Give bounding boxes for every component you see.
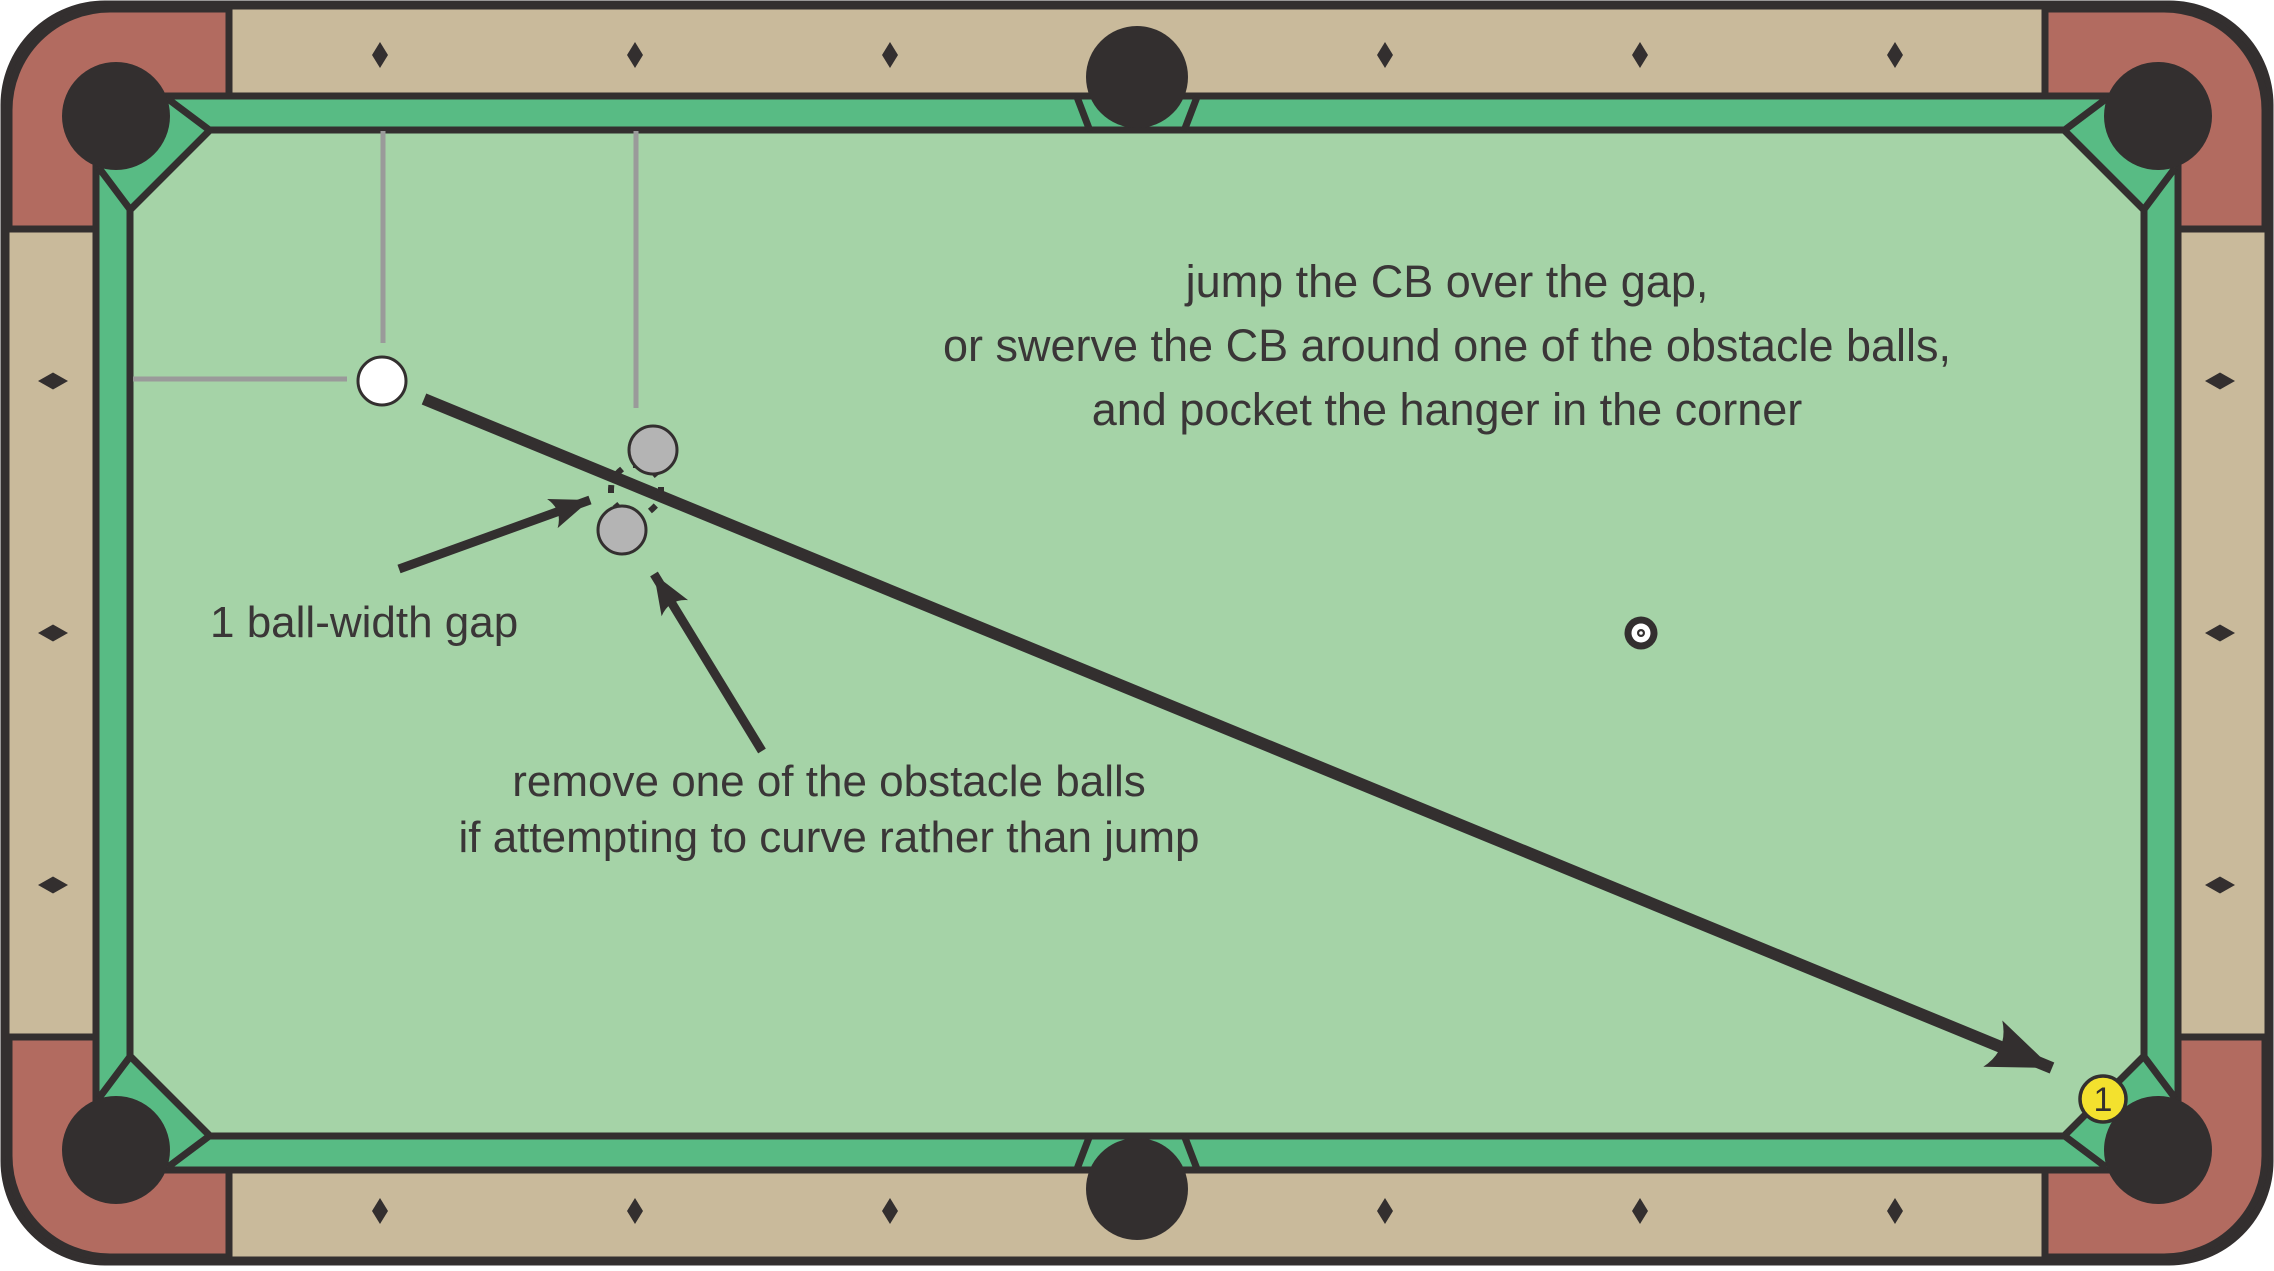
- rail-diamond: [1887, 1198, 1903, 1224]
- remove-ball-label: remove one of the obstacle balls if atte…: [458, 757, 1199, 862]
- rail-diamond: [1377, 1198, 1393, 1224]
- jaw-line: [2139, 1051, 2178, 1101]
- foot-spot-center-dot: [1639, 631, 1643, 635]
- pocket-bottom-right: [2104, 1096, 2212, 1204]
- rail-diamond: [1632, 1198, 1648, 1224]
- obstacle-ball-lower: [596, 504, 648, 556]
- gap-label: 1 ball-width gap: [210, 598, 518, 647]
- one-ball-number: 1: [2094, 1081, 2113, 1119]
- rail-diamond: [1887, 42, 1903, 68]
- rail-diamond: [1632, 42, 1648, 68]
- remove-label-arrow: [650, 571, 766, 754]
- rail-diamond: [627, 1198, 643, 1224]
- rail-diamond: [882, 42, 898, 68]
- corner-pocket-jaws: [96, 96, 2178, 1170]
- rail-diamond: [372, 1198, 388, 1224]
- one-ball-circle: [2078, 1074, 2128, 1124]
- gap-label-arrow: [397, 495, 592, 574]
- cue-ball: [356, 355, 408, 407]
- jaw-line: [2059, 1131, 2109, 1170]
- foot-spot-marker: [1624, 616, 1658, 650]
- instruction-line-3: and pocket the hanger in the corner: [1092, 384, 1803, 435]
- shot-line-arrow: [421, 393, 2055, 1074]
- reference-lines: [133, 131, 639, 408]
- pocket-top-left: [62, 62, 170, 170]
- remove-label-line-2: if attempting to curve rather than jump: [458, 813, 1199, 862]
- jaw-line: [165, 96, 215, 135]
- main-instruction-text: jump the CB over the gap, or swerve the …: [943, 256, 1951, 435]
- rail-diamond: [882, 1198, 898, 1224]
- pocket-top-right: [2104, 62, 2212, 170]
- jaw-line: [1180, 95, 1201, 133]
- jaw-line: [1073, 1133, 1094, 1171]
- instruction-line-1: jump the CB over the gap,: [1184, 256, 1709, 307]
- jaw-line: [165, 1131, 215, 1170]
- jaw-line: [1073, 95, 1094, 133]
- rail-diamond: [2205, 624, 2235, 642]
- rail-diamonds: [38, 42, 2235, 1224]
- rail-diamond: [1377, 42, 1393, 68]
- obstacle-ball-upper: [627, 424, 679, 476]
- jaw-line: [96, 165, 135, 215]
- jaw-line: [2059, 96, 2109, 135]
- one-ball: 1: [2078, 1074, 2128, 1124]
- rail-diamond: [2205, 372, 2235, 390]
- remove-label-line-1: remove one of the obstacle balls: [512, 757, 1146, 806]
- pocket-side-top: [1086, 26, 1188, 128]
- rail-diamond: [38, 624, 68, 642]
- instruction-line-2: or swerve the CB around one of the obsta…: [943, 320, 1951, 371]
- jaw-line: [96, 1051, 135, 1101]
- rail-diamond: [2205, 876, 2235, 894]
- rail-diamond: [372, 42, 388, 68]
- jaw-line: [1180, 1133, 1201, 1171]
- pocket-bottom-left: [62, 1096, 170, 1204]
- side-pocket-jaws: [1073, 95, 1201, 1171]
- pockets: [62, 26, 2212, 1240]
- pocket-side-bottom: [1086, 1138, 1188, 1240]
- rail-diamond: [38, 372, 68, 390]
- rail-diamond: [627, 42, 643, 68]
- jaw-line: [2139, 165, 2178, 215]
- rail-diamond: [38, 876, 68, 894]
